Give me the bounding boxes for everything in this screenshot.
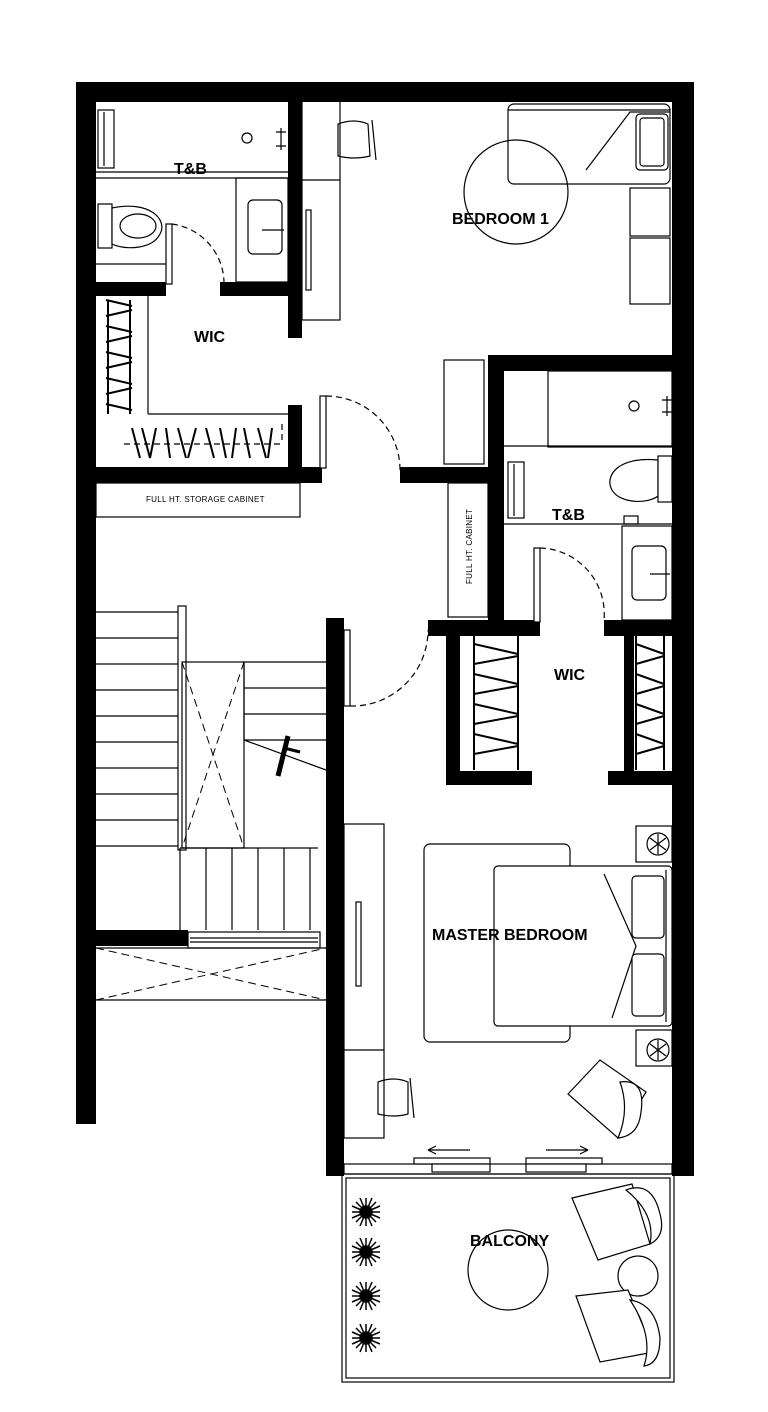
staircase <box>96 605 327 930</box>
chair-icon <box>377 1077 415 1119</box>
shower-head-icon <box>241 132 253 144</box>
wic-top-label: WIC <box>194 329 226 346</box>
side-table <box>617 1255 659 1297</box>
storage-cabinet <box>95 482 301 518</box>
shower-head-icon <box>628 400 640 412</box>
round-table <box>467 1229 549 1311</box>
armchair-icon <box>567 1059 647 1139</box>
arrow-right-icon <box>546 1145 589 1155</box>
bedroom-1-label: BEDROOM 1 <box>452 211 549 228</box>
void-opening <box>95 931 327 1001</box>
bed-icon <box>493 865 673 1027</box>
armchair-icon <box>575 1289 661 1367</box>
hanger-rail-horizontal <box>131 427 273 459</box>
wic-top: WIC <box>105 296 288 459</box>
top-bathroom <box>96 109 289 285</box>
hall-door <box>319 395 401 471</box>
lamp-icon <box>635 1029 673 1067</box>
tb-right-label: T&B <box>552 507 585 524</box>
balcony-label: BALCONY <box>470 1233 549 1250</box>
master-door <box>343 629 429 707</box>
full-height-cabinet-label: FULL HT. CABINET <box>465 509 474 584</box>
wic-right: WIC <box>473 636 665 770</box>
toilet-icon <box>609 455 673 503</box>
towel-rack <box>97 109 115 169</box>
bed-icon <box>507 103 671 185</box>
sliding-door <box>343 1145 673 1175</box>
storage-cabinet-label: FULL HT. STORAGE CABINET <box>146 495 265 504</box>
armchair-icon <box>571 1183 663 1261</box>
walls <box>76 82 694 1176</box>
towel-rack <box>507 461 525 519</box>
arrow-left-icon <box>427 1145 470 1155</box>
balcony: BALCONY <box>341 1173 675 1383</box>
round-rug <box>463 139 569 245</box>
right-bathroom: T&B <box>504 370 673 623</box>
stair-arrow-icon <box>275 735 301 777</box>
bedroom-1: BEDROOM 1 <box>301 99 671 321</box>
sink-icon <box>631 545 670 601</box>
full-height-cabinet <box>447 482 489 618</box>
chair-icon <box>337 119 377 161</box>
plant-icon <box>351 1197 381 1353</box>
wic-right-label: WIC <box>554 667 586 684</box>
master-bedroom: MASTER BEDROOM <box>343 823 673 1139</box>
tb-top-label: T&B <box>174 161 207 178</box>
sink-icon <box>247 199 284 255</box>
master-bedroom-label: MASTER BEDROOM <box>432 927 588 944</box>
hanger-rail-vertical <box>105 299 133 414</box>
toilet-icon <box>97 203 163 249</box>
lamp-icon <box>635 825 673 863</box>
desk <box>301 99 341 321</box>
